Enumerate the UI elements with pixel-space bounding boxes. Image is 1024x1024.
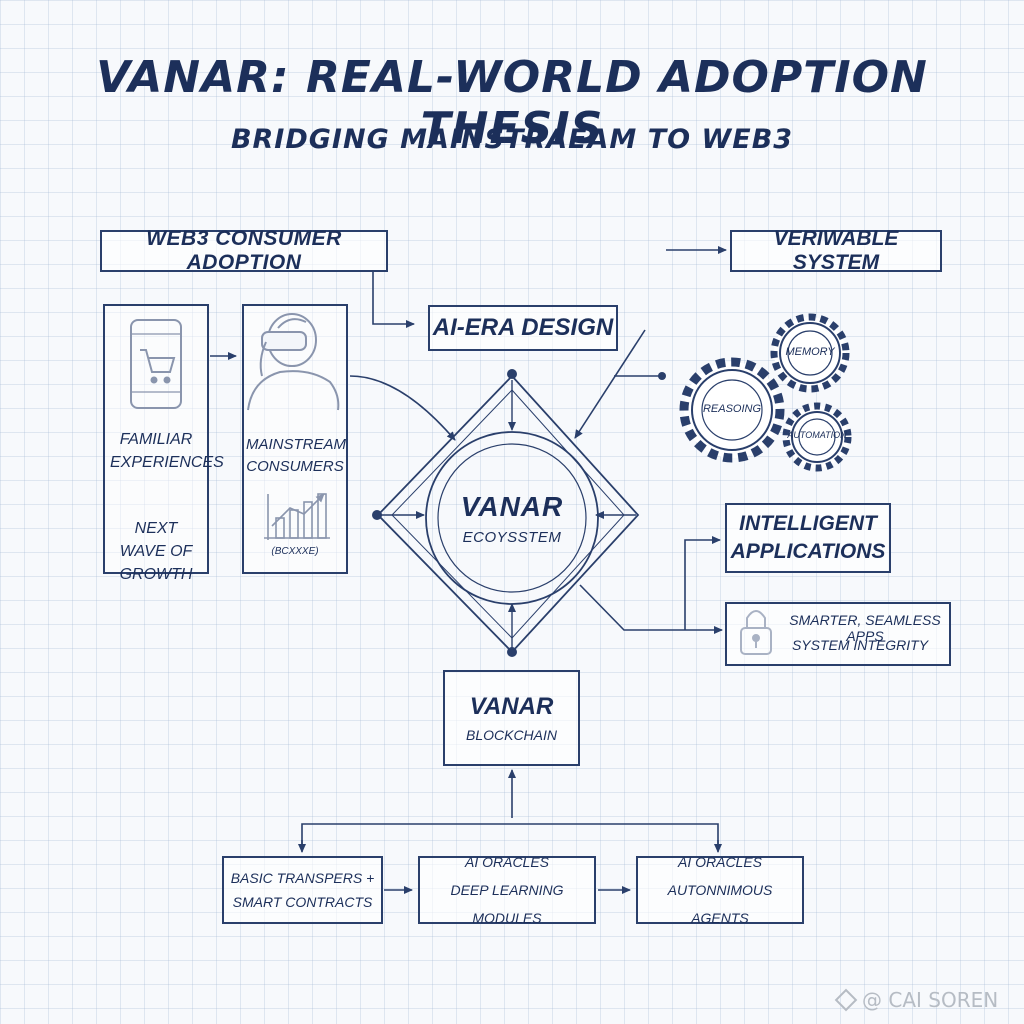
- layer-deep-learning: AI ORACLES DEEP LEARNING MODULES: [418, 854, 596, 926]
- layer-basic-transfers: BASIC TRANSPERS + SMART CONTRACTS: [222, 856, 383, 924]
- verifiable-system-label: VERIWABLE SYSTEM: [773, 227, 899, 274]
- page-title: VANAR: REAL-WORLD ADOPTION THESIS: [96, 52, 928, 154]
- intelligent-applications-box: INTELLIGENT APPLICATIONS: [725, 503, 891, 573]
- growth-caption: (BCXXXE): [271, 546, 319, 557]
- verifiable-system-box: VERIWABLE SYSTEM: [730, 227, 942, 274]
- blockchain-subtitle: BLOCKCHAIN: [465, 727, 558, 743]
- gear-label-memory: MEMORY: [785, 346, 835, 358]
- connector-layer-tree: [301, 823, 719, 850]
- connector-mainstream-to-hub: [349, 375, 456, 441]
- connector-hub-to-integrity: [579, 584, 723, 634]
- page-subtitle: BRIDGING MAINSTRAEAM TO WEB3: [230, 124, 794, 155]
- mainstream-consumers-panel: [242, 304, 348, 574]
- vr-headset-user-icon: [247, 313, 340, 411]
- familiar-experiences-label: FAMILIAR EXPERIENCES: [110, 431, 224, 471]
- watermark: @ CAI SOREN: [834, 988, 999, 1012]
- intelligent-applications-label: INTELLIGENT APPLICATIONS: [730, 512, 886, 563]
- layer2-line2: DEEP LEARNING MODULES: [450, 882, 564, 926]
- smarter-apps-label: SMARTER, SEAMLESS APPS: [789, 612, 941, 644]
- ai-era-design-box: AI-ERA DESIGN: [428, 305, 618, 351]
- gear-icon: [782, 402, 852, 472]
- connector-to-intelligent-apps: [684, 536, 721, 630]
- watermark-text: @ CAI SOREN: [862, 988, 999, 1012]
- layer1-line1: BASIC TRANSPERS +: [230, 870, 375, 886]
- consumer-adoption-label: WEB3 CONSUMER ADOPTION: [146, 227, 342, 274]
- hub-subtitle: ECOYSSTEM: [462, 528, 562, 546]
- watermark-logo-icon: [834, 988, 858, 1012]
- connector-adoption-to-ai-design: [372, 270, 415, 328]
- consumer-adoption-box: WEB3 CONSUMER ADOPTION: [100, 227, 388, 274]
- system-integrity-label: SYSTEM INTEGRITY: [791, 637, 929, 653]
- shopping-cart-phone-icon: [130, 319, 182, 409]
- familiar-experiences-panel: [103, 304, 209, 574]
- growth-chart-icon: [264, 493, 330, 540]
- connector-ai-design-to-hub: [574, 329, 646, 439]
- layer-autonomous-agents: AI ORACLES AUTONNIMOUS AGENTS: [636, 854, 804, 926]
- integrity-box: [725, 602, 951, 666]
- blockchain-box: VANAR BLOCKCHAIN: [443, 670, 580, 766]
- ecosystem-hub: VANAR ECOYSSTEM: [442, 478, 582, 558]
- layer1-line2: SMART CONTRACTS: [232, 894, 373, 910]
- layer3-line2: AUTONNIMOUS AGENTS: [667, 882, 773, 926]
- gear-icon: [770, 313, 850, 393]
- blockchain-title: VANAR: [469, 693, 554, 720]
- gear-icon: [679, 357, 785, 463]
- hub-title: VANAR: [460, 490, 564, 522]
- gear-label-automation: AUTOMATION: [787, 430, 847, 440]
- layer3-line1: AI ORACLES: [677, 854, 763, 870]
- layer2-line1: AI ORACLES: [464, 854, 550, 870]
- mainstream-consumers-label: MAINSTREAM CONSUMERS: [246, 436, 347, 475]
- ai-era-design-label: AI-ERA DESIGN: [432, 314, 614, 341]
- gear-label-reasoning: REASOING: [702, 403, 762, 415]
- next-wave-label: NEXT WAVE OF GROWTH: [119, 520, 193, 583]
